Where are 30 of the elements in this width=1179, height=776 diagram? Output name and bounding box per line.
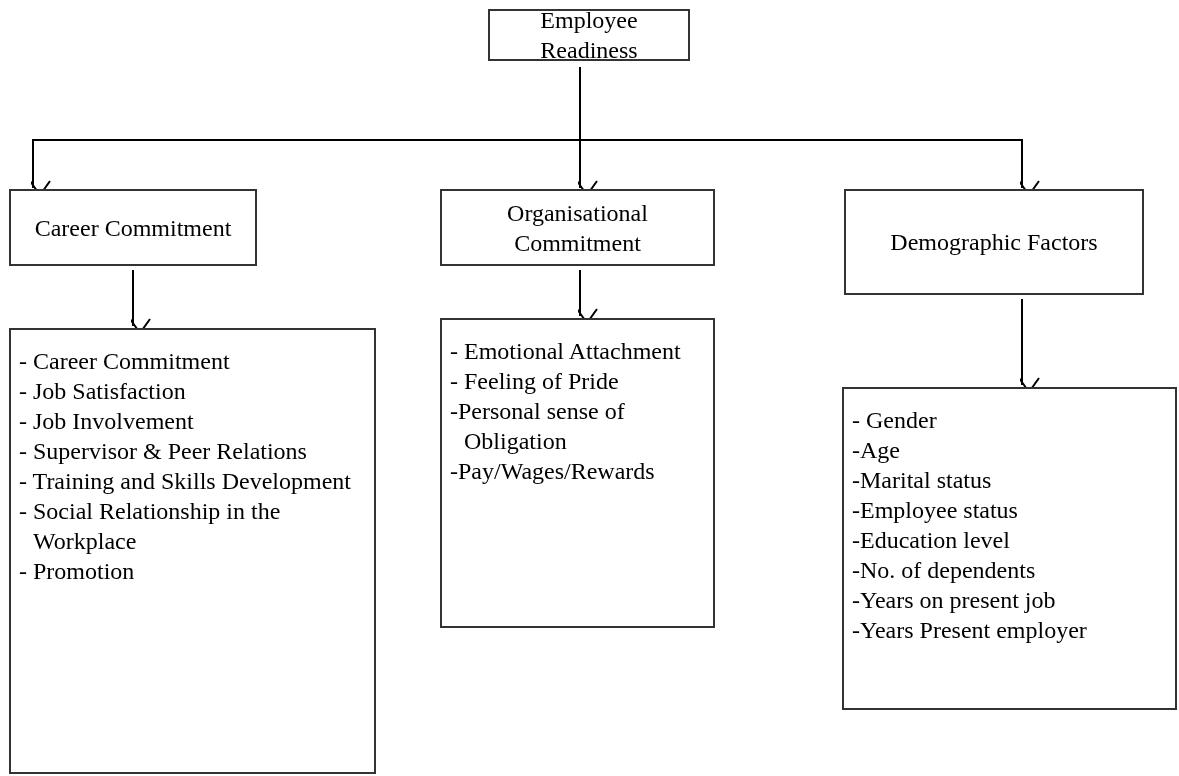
heading-box	[844, 189, 1144, 295]
list-item: -Age	[852, 436, 901, 465]
list-item: - Emotional Attachment	[450, 337, 682, 366]
list-box	[842, 387, 1177, 710]
heading-box	[488, 9, 690, 61]
heading-text: Demographic Factors	[890, 228, 1098, 257]
list-item: -Education level	[852, 526, 1011, 555]
list-box	[9, 328, 376, 774]
list-item: - Training and Skills Development	[19, 467, 352, 496]
list-item: - Supervisor & Peer Relations	[19, 437, 308, 466]
heading-box	[9, 189, 257, 266]
list-item: -Personal sense of Obligation	[450, 397, 626, 456]
list-item: - Gender	[852, 406, 938, 435]
heading-box	[440, 189, 715, 266]
list-item: -No. of dependents	[852, 556, 1037, 585]
list-item: -Pay/Wages/Rewards	[450, 457, 656, 486]
list-item: -Marital status	[852, 466, 993, 495]
heading-text: Employee Readiness	[539, 6, 639, 65]
heading-text: Organisational Commitment	[506, 198, 649, 258]
list-item: - Career Commitment	[19, 347, 231, 376]
list-item: - Feeling of Pride	[450, 367, 620, 396]
list-item: - Promotion	[19, 557, 136, 586]
list-item: -Employee status	[852, 496, 1019, 525]
list-item: - Job Satisfaction	[19, 377, 187, 406]
heading-text: Career Commitment	[34, 213, 232, 243]
list-item: -Years on present job	[852, 586, 1057, 615]
list-item: -Years Present employer	[852, 616, 1088, 645]
list-item: - Job Involvement	[19, 407, 195, 436]
list-item: - Social Relationship in the Workplace	[19, 497, 282, 556]
list-box	[440, 318, 715, 628]
